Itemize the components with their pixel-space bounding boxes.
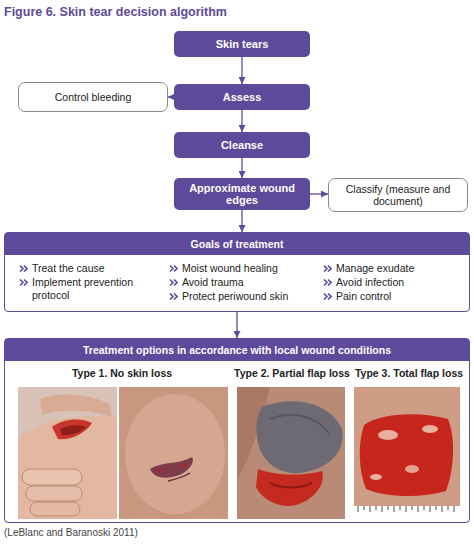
- bullet-chevron: [323, 264, 332, 273]
- bullet-row: Implement prevention protocol: [19, 276, 159, 302]
- type-label: Type 2. Partial flap loss: [233, 367, 351, 379]
- box-label: Control bleeding: [55, 91, 131, 103]
- bullet-row: Protect periwound skin: [169, 290, 315, 303]
- box-label: Approximate wound edges: [180, 182, 304, 206]
- bullet-chevron: [19, 278, 28, 287]
- bullet-chevron: [169, 278, 178, 287]
- bullet-item: Treat the cause: [32, 262, 105, 275]
- bullet-item: Pain control: [336, 290, 391, 303]
- goals-band: Goals of treatmentTreat the causeImpleme…: [4, 232, 470, 312]
- box-label: Cleanse: [221, 139, 263, 151]
- text-column: Type 2. Partial flap loss: [233, 367, 351, 379]
- photo-type3: [354, 387, 460, 519]
- bullet-row: Avoid infection: [323, 276, 463, 289]
- photo-type2: [237, 387, 345, 519]
- bullet-chevron: [19, 264, 28, 273]
- band-body: Type 1. No skin loss Type 2. Partial flap…: [5, 361, 469, 379]
- process-box: Assess: [174, 84, 310, 110]
- title-area: Figure 6. Skin tear decision algorithm: [4, 5, 227, 19]
- box-label: Classify (measure and document): [335, 183, 461, 207]
- band-body: Treat the causeImplement prevention prot…: [5, 255, 469, 311]
- bullet-item: Implement prevention protocol: [32, 276, 159, 302]
- treatment-band: Treatment options in accordance with loc…: [4, 338, 470, 523]
- text-column: Moist wound healingAvoid traumaProtect p…: [169, 262, 315, 304]
- flow-arrow: [241, 210, 242, 232]
- flow-arrow: [241, 110, 242, 132]
- flow-arrow: [236, 312, 237, 338]
- flow-arrow: [310, 193, 328, 194]
- band-heading: Goals of treatment: [5, 233, 469, 255]
- figure-title: Figure 6. Skin tear decision algorithm: [4, 5, 227, 19]
- caption-area: (LeBlanc and Baranoski 2011): [4, 527, 138, 538]
- process-box: Approximate wound edges: [174, 178, 310, 210]
- bullet-chevron: [169, 292, 178, 301]
- bullet-row: Avoid trauma: [169, 276, 315, 289]
- bullet-row: Treat the cause: [19, 262, 159, 275]
- process-box: Skin tears: [174, 31, 310, 57]
- bullet-item: Avoid trauma: [182, 276, 244, 289]
- outline-box: Classify (measure and document): [328, 178, 468, 212]
- bullet-row: Pain control: [323, 290, 463, 303]
- outline-box: Control bleeding: [18, 82, 168, 112]
- process-box: Cleanse: [174, 132, 310, 158]
- photo-group: [18, 387, 460, 519]
- bullet-chevron: [169, 264, 178, 273]
- text-column: Manage exudateAvoid infectionPain contro…: [323, 262, 463, 304]
- caption: (LeBlanc and Baranoski 2011): [4, 527, 138, 538]
- photo-type1-hand: [18, 387, 117, 519]
- bullet-item: Protect periwound skin: [182, 290, 288, 303]
- band-heading: Treatment options in accordance with loc…: [5, 339, 469, 361]
- text-column: Type 1. No skin loss: [15, 367, 229, 379]
- flow-arrow: [241, 158, 242, 178]
- bullet-item: Avoid infection: [336, 276, 404, 289]
- bullet-row: Moist wound healing: [169, 262, 315, 275]
- bullet-row: Manage exudate: [323, 262, 463, 275]
- bullet-item: Manage exudate: [336, 262, 414, 275]
- box-label: Skin tears: [216, 38, 269, 50]
- text-column: Treat the causeImplement prevention prot…: [19, 262, 159, 303]
- box-label: Assess: [223, 91, 262, 103]
- bullet-chevron: [323, 292, 332, 301]
- photo-type1-arm: [119, 387, 228, 519]
- type-label: Type 1. No skin loss: [15, 367, 229, 379]
- text-column: Type 3. Total flap loss: [351, 367, 467, 379]
- type-label: Type 3. Total flap loss: [351, 367, 467, 379]
- bullet-chevron: [323, 278, 332, 287]
- flow-arrow: [241, 57, 242, 84]
- bullet-item: Moist wound healing: [182, 262, 278, 275]
